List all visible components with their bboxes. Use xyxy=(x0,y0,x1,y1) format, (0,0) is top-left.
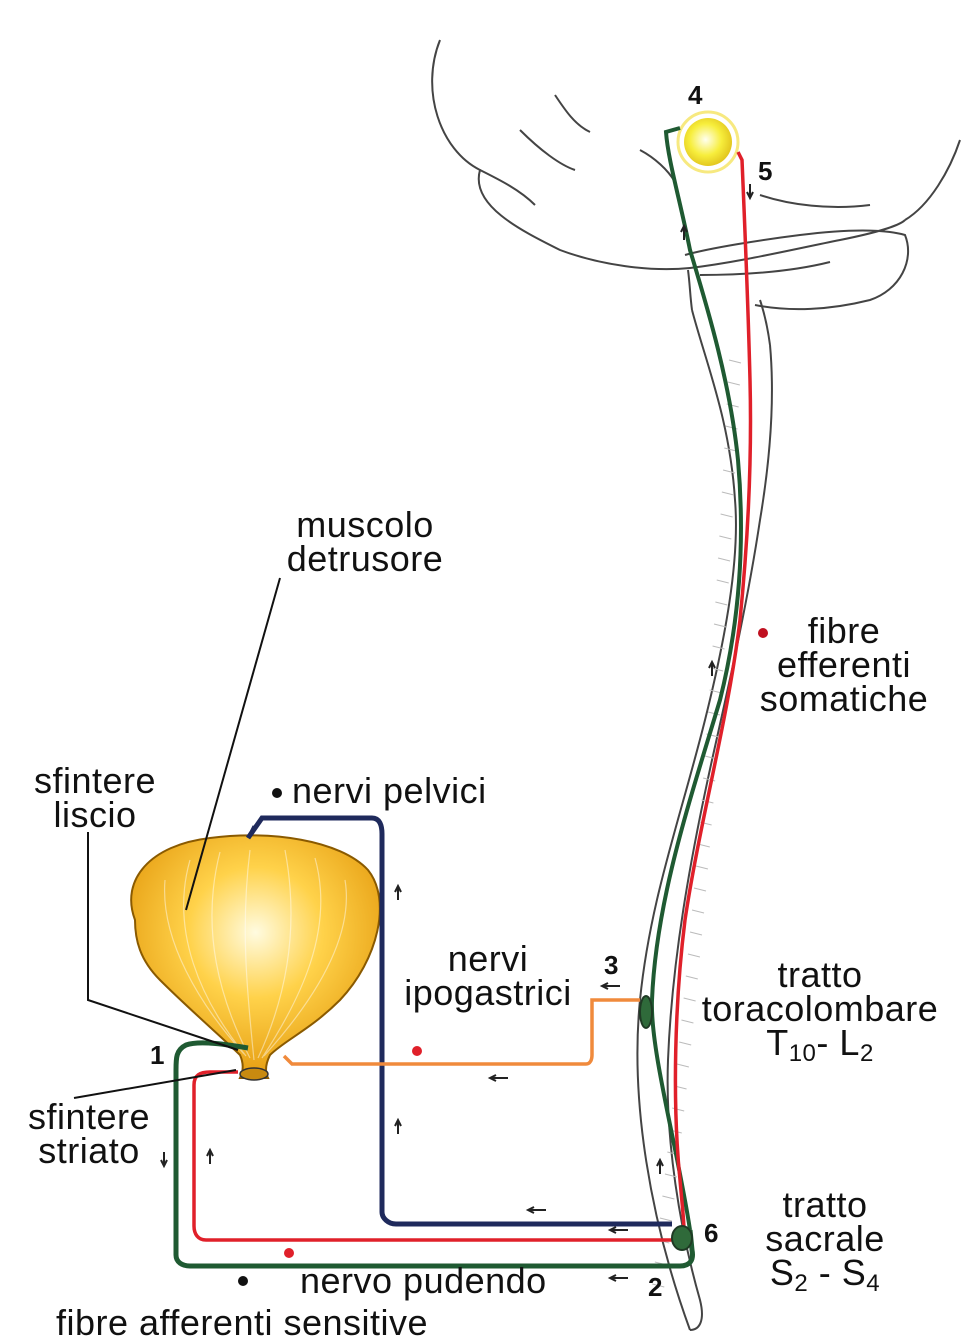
label-line: tratto xyxy=(740,1188,910,1222)
range-end: S xyxy=(842,1252,867,1293)
bladder xyxy=(131,835,380,1080)
label-sfintere-striato: sfintere striato xyxy=(14,1100,164,1168)
sacral-ganglion xyxy=(672,1226,692,1250)
label-fibre-afferenti-sensitive: fibre afferenti sensitive xyxy=(56,1306,428,1340)
segment-tick xyxy=(692,910,704,913)
label-line: liscio xyxy=(20,798,170,832)
label-nervi-pelvici: nervi pelvici xyxy=(292,774,487,808)
label-line: detrusore xyxy=(270,542,460,576)
segment-tick xyxy=(724,448,736,451)
label-nervi-ipogastrici: nervi ipogastrici xyxy=(388,942,588,1010)
direction-arrows xyxy=(161,184,753,1281)
marker-5: 5 xyxy=(758,156,772,187)
range-start: T xyxy=(766,1022,789,1063)
range-end-sub: 4 xyxy=(866,1270,880,1297)
segment-tick xyxy=(662,1196,674,1199)
label-muscolo-detrusore: muscolo detrusore xyxy=(270,508,460,576)
range-sep: - xyxy=(816,1022,839,1063)
marker-2: 2 xyxy=(648,1272,662,1303)
segment-tick xyxy=(722,492,734,495)
segment-tick xyxy=(660,1218,672,1221)
label-line: efferenti xyxy=(744,648,944,682)
spinal-segments xyxy=(652,360,741,1287)
label-line: somatiche xyxy=(744,682,944,716)
segment-tick xyxy=(721,514,733,517)
segment-tick xyxy=(713,646,725,649)
label-line: ipogastrici xyxy=(388,976,588,1010)
bullet-fibre-afferenti xyxy=(238,1276,248,1286)
segment-tick xyxy=(694,888,706,891)
segment-tick xyxy=(717,580,729,583)
label-tratto-sacrale: tratto sacrale S2 - S4 xyxy=(740,1188,910,1301)
segment-tick xyxy=(719,536,731,539)
bullet-nervo-pudendo xyxy=(284,1248,294,1258)
marker-4: 4 xyxy=(688,80,702,111)
range-end-sub: 2 xyxy=(860,1040,874,1067)
label-sfintere-liscio: sfintere liscio xyxy=(20,764,170,832)
label-line: sfintere xyxy=(20,764,170,798)
segment-tick xyxy=(728,382,740,385)
label-line: striato xyxy=(14,1134,164,1168)
segment-tick xyxy=(672,1108,684,1111)
label-line: muscolo xyxy=(270,508,460,542)
range-start-sub: 10 xyxy=(789,1040,817,1067)
bullet-nervi-ipogastrici xyxy=(412,1046,422,1056)
segment-tick xyxy=(715,602,727,605)
bullet-nervi-pelvici xyxy=(272,788,282,798)
range-start-sub: 2 xyxy=(794,1270,808,1297)
marker-1: 1 xyxy=(150,1040,164,1071)
range-sep: - xyxy=(808,1252,842,1293)
label-line: nervi xyxy=(388,942,588,976)
label-line: fibre xyxy=(744,614,944,648)
segment-tick xyxy=(729,360,741,363)
label-range-toracolombare: T10- L2 xyxy=(680,1026,960,1071)
label-line: sacrale xyxy=(740,1222,910,1256)
label-nervo-pudendo: nervo pudendo xyxy=(300,1264,547,1298)
marker-3: 3 xyxy=(604,950,618,981)
label-line: toracolombare xyxy=(680,992,960,1026)
segment-tick xyxy=(688,954,700,957)
segment-tick xyxy=(714,624,726,627)
segment-tick xyxy=(690,932,702,935)
label-line: tratto xyxy=(680,958,960,992)
segment-tick xyxy=(696,866,708,869)
label-line: sfintere xyxy=(14,1100,164,1134)
segment-tick xyxy=(718,558,730,561)
thoracolumbar-ganglion xyxy=(640,996,652,1028)
range-start: S xyxy=(770,1252,795,1293)
label-range-sacrale: S2 - S4 xyxy=(740,1256,910,1301)
label-tratto-toracolombare: tratto toracolombare T10- L2 xyxy=(680,958,960,1071)
label-fibre-efferenti-somatiche: fibre efferenti somatiche xyxy=(744,614,944,716)
pontine-center xyxy=(678,112,738,172)
marker-6: 6 xyxy=(704,1218,718,1249)
range-end: L xyxy=(839,1022,860,1063)
